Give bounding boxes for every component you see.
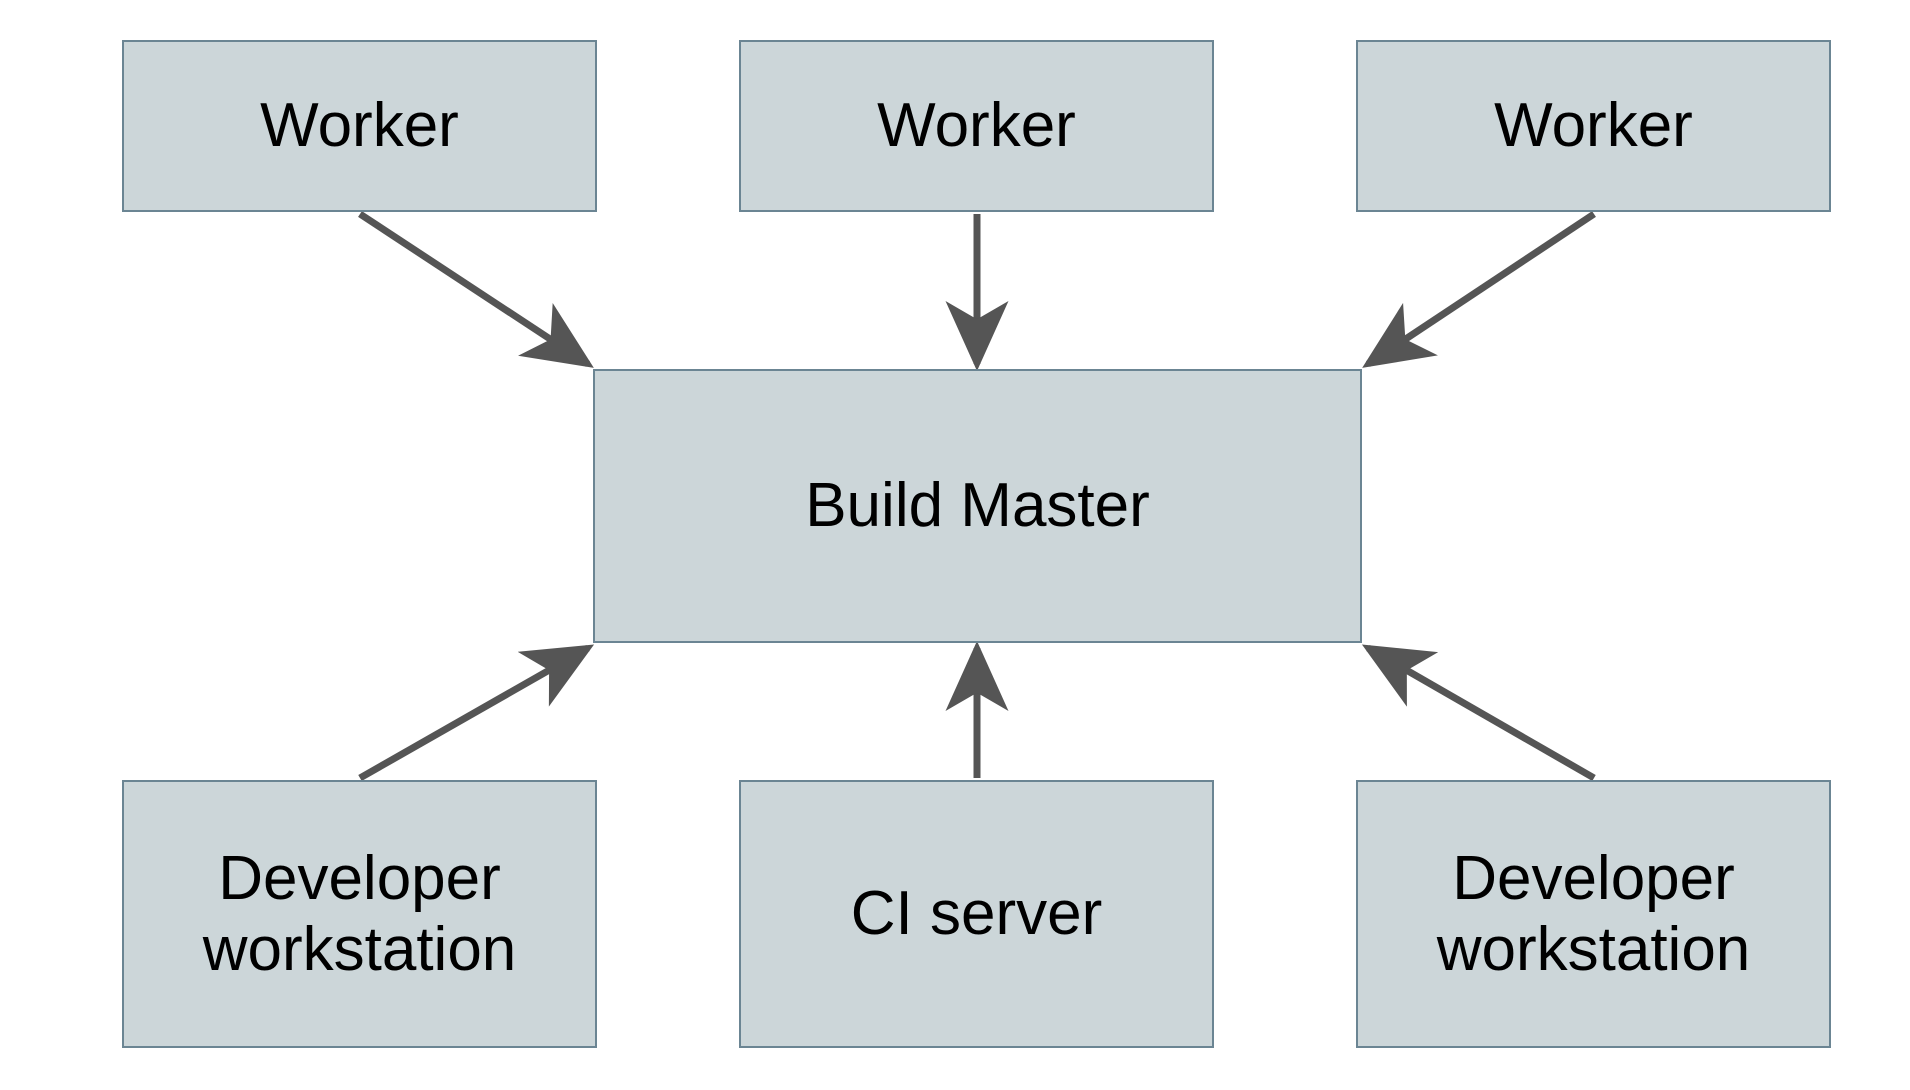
node-build-master[interactable]: Build Master	[593, 369, 1362, 643]
node-worker-2-label: Worker	[877, 91, 1076, 161]
node-worker-2[interactable]: Worker	[739, 40, 1214, 212]
node-ci-server-label: CI server	[850, 879, 1103, 949]
node-build-master-label: Build Master	[805, 471, 1150, 541]
edge-worker3-to-master	[1362, 211, 1596, 368]
edge-devright-to-master	[1361, 644, 1596, 782]
node-developer-workstation-right[interactable]: Developer workstation	[1356, 780, 1831, 1048]
node-developer-workstation-left[interactable]: Developer workstation	[122, 780, 597, 1048]
node-worker-3[interactable]: Worker	[1356, 40, 1831, 212]
edge-worker1-to-master	[358, 211, 594, 368]
node-worker-1[interactable]: Worker	[122, 40, 597, 212]
edge-devleft-to-master	[358, 644, 595, 782]
node-developer-workstation-right-label: Developer workstation	[1436, 843, 1751, 984]
node-worker-1-label: Worker	[260, 91, 459, 161]
node-ci-server[interactable]: CI server	[739, 780, 1214, 1048]
node-developer-workstation-left-label: Developer workstation	[202, 843, 517, 984]
node-worker-3-label: Worker	[1494, 91, 1693, 161]
